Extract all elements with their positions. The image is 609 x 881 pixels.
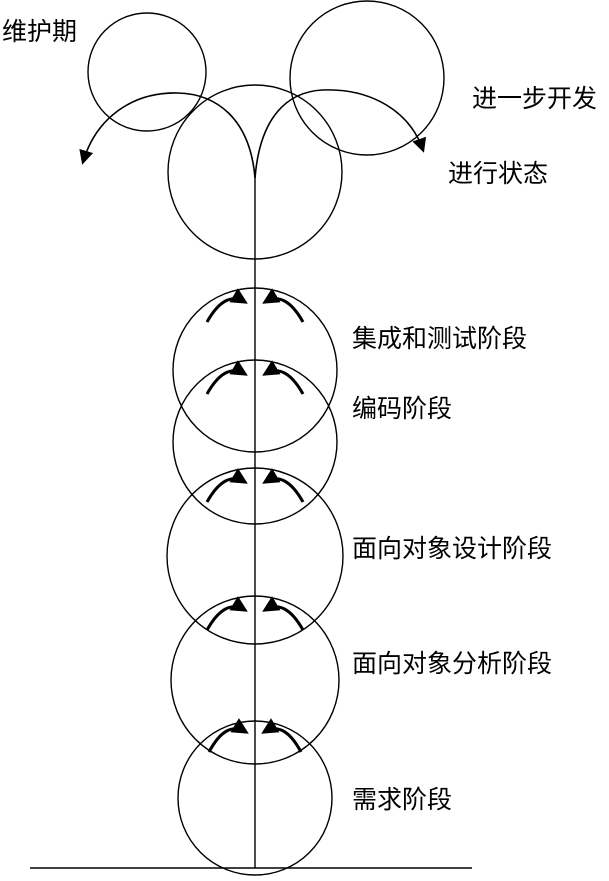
phase-circle-coding [172,359,338,525]
further-development-circle [289,0,445,156]
phase-circle-oo-analysis [170,595,340,765]
further-development-label: 进一步开发 [472,85,597,113]
phase-label-integration-testing: 集成和测试阶段 [352,325,527,353]
phase-label-oo-design: 面向对象设计阶段 [352,535,552,563]
iteration-arrow-right-2 [262,360,305,395]
iteration-arrow-left-5 [207,718,249,753]
phase-circle-oo-design [166,467,344,645]
ongoing-state-label: 进行状态 [448,160,548,188]
fountain-fall-left-arrow [79,92,256,179]
maintenance-label: 维护期 [2,18,77,46]
iteration-arrow-left-2 [205,360,248,395]
phase-label-requirements: 需求阶段 [352,786,452,814]
iteration-arrow-right-5 [261,718,303,753]
iteration-arrow-left-4 [205,596,248,631]
iteration-arrow-left-1 [205,288,248,323]
phase-circle-integration-testing [172,287,338,453]
iteration-arrow-left-3 [205,468,248,503]
maintenance-circle [87,12,207,132]
iteration-arrow-right-3 [262,468,305,503]
phase-label-oo-analysis: 面向对象分析阶段 [352,650,552,678]
iteration-arrow-right-1 [262,288,305,323]
phase-label-coding: 编码阶段 [352,395,452,423]
phase-circle-requirements [177,720,333,876]
fountain-fall-right-arrow [254,89,427,179]
iteration-arrow-right-4 [262,596,305,631]
